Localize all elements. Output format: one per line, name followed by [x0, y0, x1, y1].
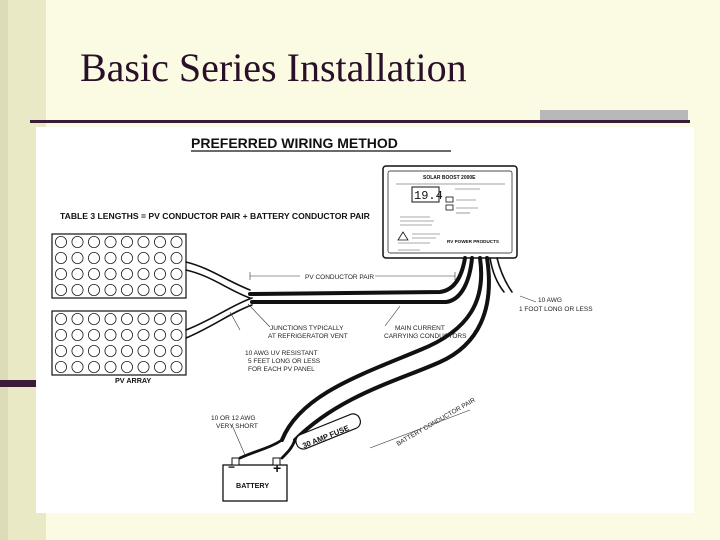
- pv-cell: [55, 283, 68, 296]
- label-main-current-2: CARRYING CONDUCTORS: [384, 333, 467, 340]
- title-rule: [30, 120, 690, 123]
- battery-label: BATTERY: [236, 481, 269, 490]
- pv-cell: [153, 312, 166, 325]
- pv-cell: [121, 344, 134, 357]
- pv-cell: [104, 267, 117, 280]
- pv-array-label: PV ARRAY: [115, 376, 151, 385]
- pv-cell: [88, 344, 101, 357]
- pv-cell: [71, 235, 84, 248]
- pv-array: [51, 233, 187, 376]
- label-10awg-2: 1 FOOT LONG OR LESS: [519, 306, 593, 313]
- label-10awg-1: 10 AWG: [538, 297, 562, 304]
- pv-cell: [55, 344, 68, 357]
- battery: − + BATTERY: [222, 457, 288, 502]
- diagram-heading: PREFERRED WIRING METHOD: [191, 135, 398, 151]
- pv-cell: [137, 267, 150, 280]
- label-uv-2: 5 FEET LONG OR LESS: [248, 358, 321, 365]
- pv-cell: [71, 312, 84, 325]
- pv-cell: [55, 360, 68, 373]
- pv-cell: [55, 251, 68, 264]
- pv-cell: [55, 328, 68, 341]
- pv-cell: [104, 344, 117, 357]
- pv-cell: [137, 360, 150, 373]
- pv-cell: [88, 235, 101, 248]
- pv-cell: [137, 312, 150, 325]
- pv-cell: [104, 360, 117, 373]
- pv-cell: [121, 251, 134, 264]
- pv-cell: [170, 344, 183, 357]
- pv-cell: [170, 328, 183, 341]
- leader-lines: [229, 272, 537, 456]
- label-pv-pair: PV CONDUCTOR PAIR: [305, 274, 374, 281]
- display-readout: 19.4: [414, 189, 443, 203]
- wiring: [185, 256, 513, 460]
- controller-name: SOLAR BOOST 2000E: [423, 175, 476, 181]
- pv-cell: [71, 344, 84, 357]
- battery-minus: −: [228, 460, 235, 474]
- pv-cell: [170, 312, 183, 325]
- controller-display: [411, 186, 440, 203]
- pv-cell: [104, 328, 117, 341]
- pv-cell: [71, 267, 84, 280]
- pv-cell: [104, 283, 117, 296]
- pv-cell: [137, 283, 150, 296]
- pv-cell: [170, 360, 183, 373]
- battery-plus: +: [273, 460, 281, 476]
- pv-cell: [121, 267, 134, 280]
- pv-cell: [55, 267, 68, 280]
- controller-brand: RV POWER PRODUCTS: [447, 239, 499, 244]
- label-main-current-1: MAIN CURRENT: [395, 325, 445, 332]
- pv-cell: [104, 312, 117, 325]
- pv-cell: [104, 251, 117, 264]
- label-short-1: 10 OR 12 AWG: [211, 415, 256, 422]
- pv-cell: [104, 235, 117, 248]
- pv-cell: [153, 360, 166, 373]
- pv-cell: [153, 328, 166, 341]
- pv-cell: [153, 235, 166, 248]
- pv-cell: [170, 267, 183, 280]
- pv-cell: [55, 235, 68, 248]
- pv-cell: [121, 312, 134, 325]
- left-accent-bar: [0, 380, 60, 387]
- pv-cell: [55, 312, 68, 325]
- pv-cell: [71, 283, 84, 296]
- label-junctions-2: AT REFRIGERATOR VENT: [268, 333, 348, 340]
- pv-cell: [137, 328, 150, 341]
- pv-cell: [121, 283, 134, 296]
- pv-cell: [88, 328, 101, 341]
- pv-cell: [153, 251, 166, 264]
- left-decor-edge: [0, 0, 8, 540]
- table-note: TABLE 3 LENGTHS = PV CONDUCTOR PAIR + BA…: [60, 211, 371, 221]
- pv-cell: [71, 251, 84, 264]
- pv-cell: [71, 328, 84, 341]
- title-rule-gray: [540, 110, 688, 123]
- pv-cell: [88, 251, 101, 264]
- pv-cell: [153, 283, 166, 296]
- pv-cell: [153, 267, 166, 280]
- pv-cell: [170, 283, 183, 296]
- label-uv-3: FOR EACH PV PANEL: [248, 366, 315, 373]
- pv-cell: [71, 360, 84, 373]
- pv-cell: [88, 267, 101, 280]
- pv-cell: [88, 283, 101, 296]
- pv-cell: [170, 251, 183, 264]
- pv-cell: [137, 251, 150, 264]
- label-battery-pair: BATTERY CONDUCTOR PAIR: [396, 397, 477, 448]
- pv-cell: [153, 344, 166, 357]
- pv-cell: [88, 360, 101, 373]
- charge-controller: SOLAR BOOST 2000E 19.4 RV POWER PRODUCTS: [382, 165, 518, 259]
- pv-cell: [121, 360, 134, 373]
- warning-icon: [397, 231, 409, 241]
- pv-cell: [121, 328, 134, 341]
- pv-cell: [137, 235, 150, 248]
- pv-cell: [170, 235, 183, 248]
- label-junctions-1: JUNCTIONS TYPICALLY: [270, 325, 344, 332]
- pv-cell: [137, 344, 150, 357]
- pv-cell: [121, 235, 134, 248]
- label-short-2: VERY SHORT: [216, 423, 258, 430]
- pv-cell: [88, 312, 101, 325]
- label-uv-1: 10 AWG UV RESISTANT: [245, 350, 318, 357]
- slide-title: Basic Series Installation: [80, 45, 467, 90]
